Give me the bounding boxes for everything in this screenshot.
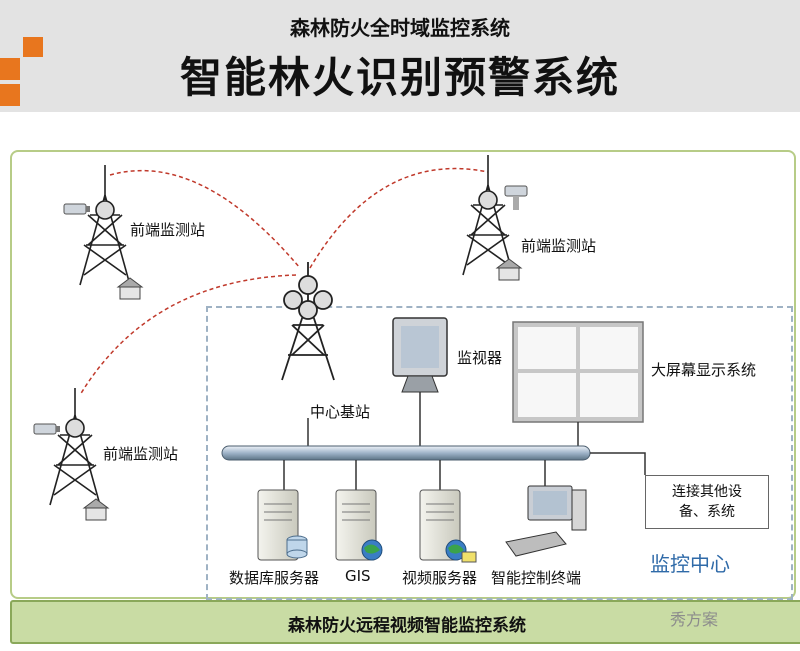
monitor-label: 监视器	[457, 349, 503, 367]
watermark: 秀方案	[670, 610, 719, 629]
logo-square-left	[0, 58, 20, 80]
camera-icon	[504, 185, 528, 210]
other-systems-label: 连接其他设 备、系统	[672, 484, 742, 520]
bottom-banner-text: 森林防火远程视频智能监控系统	[288, 616, 526, 636]
camera-icon	[33, 423, 60, 435]
camera-icon	[63, 203, 90, 215]
hut-icon	[116, 277, 144, 300]
front-station-label: 前端监测站	[103, 445, 179, 463]
gis-server-icon	[335, 489, 383, 561]
other-systems-box: 连接其他设 备、系统	[645, 475, 769, 529]
terminal-label: 智能控制终端	[491, 569, 582, 587]
base-station-label: 中心基站	[310, 403, 371, 421]
logo-square-top	[23, 37, 43, 57]
terminal-pc-icon	[505, 485, 587, 557]
gis-server-label: GIS	[345, 567, 371, 585]
big-screen-label: 大屏幕显示系统	[651, 361, 757, 379]
server-links	[283, 460, 546, 490]
front-station-label: 前端监测站	[521, 237, 597, 255]
front-tower-icon	[462, 155, 514, 276]
video-server-label: 视频服务器	[402, 569, 478, 587]
database-server-icon	[257, 489, 308, 561]
hut-icon	[495, 258, 523, 281]
bottom-banner: 森林防火远程视频智能监控系统	[10, 600, 800, 644]
front-tower-icon	[49, 388, 101, 506]
video-server-icon	[419, 489, 477, 563]
front-station-label: 前端监测站	[130, 221, 206, 239]
base-station-tower-icon	[281, 262, 335, 381]
other-systems-link	[590, 452, 646, 475]
header-band: 森林防火全时域监控系统 智能林火识别预警系统	[0, 0, 800, 112]
database-server-label: 数据库服务器	[229, 569, 320, 587]
monitoring-center-label: 监控中心	[650, 552, 730, 576]
monitor-icon	[392, 317, 448, 393]
big-screen-wall-icon	[512, 321, 644, 423]
header-subtitle: 森林防火全时域监控系统	[290, 16, 510, 40]
wireless-links	[79, 167, 489, 396]
header-title: 智能林火识别预警系统	[179, 53, 620, 102]
front-tower-icon	[79, 165, 131, 286]
logo-square-bottom	[0, 84, 20, 106]
monitoring-center-box	[206, 306, 793, 600]
network-bus	[221, 445, 591, 461]
hut-icon	[82, 498, 110, 521]
